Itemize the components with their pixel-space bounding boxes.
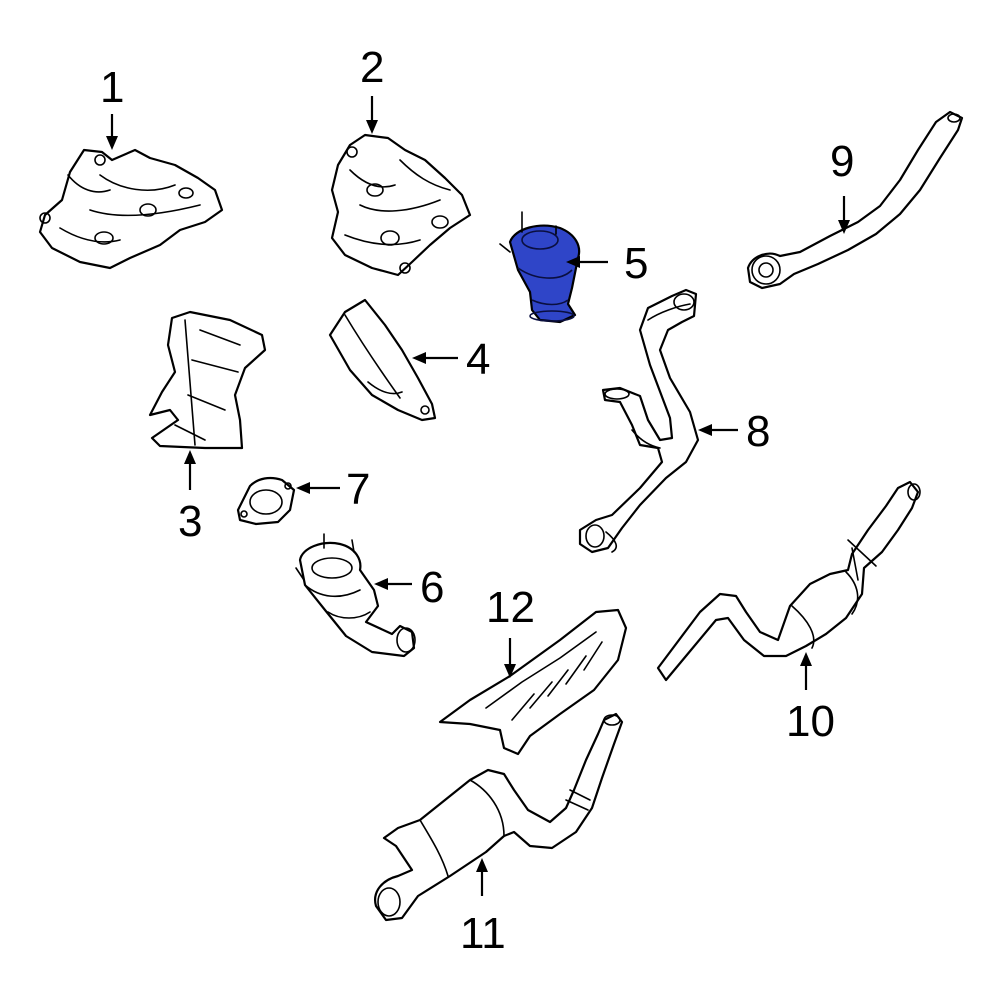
callout-1[interactable]: 1 [100,63,125,112]
part-8-y-pipe[interactable] [578,288,700,554]
part-3-heat-shield[interactable] [148,310,267,450]
callout-12[interactable]: 12 [486,583,535,632]
part-5-catalytic-converter[interactable] [499,211,581,324]
part-12-heat-shield[interactable] [438,608,628,756]
leader-arrows [106,96,850,896]
callout-5[interactable]: 5 [624,239,649,288]
part-1-exhaust-manifold[interactable] [38,148,224,270]
part-2-exhaust-manifold[interactable] [330,133,472,277]
part-6-catalytic-converter[interactable] [295,533,416,658]
callout-6[interactable]: 6 [420,563,445,612]
callout-8[interactable]: 8 [746,407,771,456]
callout-9[interactable]: 9 [830,137,855,186]
part-9-front-pipe[interactable] [746,110,964,290]
callout-11[interactable]: 11 [460,909,506,958]
part-7-gasket[interactable] [236,476,296,526]
callout-7[interactable]: 7 [346,465,371,514]
callout-3[interactable]: 3 [178,497,203,546]
part-10-resonator-pipe[interactable] [656,480,921,682]
callout-4[interactable]: 4 [466,335,491,384]
callout-10[interactable]: 10 [786,697,835,746]
callout-2[interactable]: 2 [360,43,385,92]
part-11-muffler[interactable] [374,712,624,922]
part-4-heat-shield[interactable] [328,298,437,422]
